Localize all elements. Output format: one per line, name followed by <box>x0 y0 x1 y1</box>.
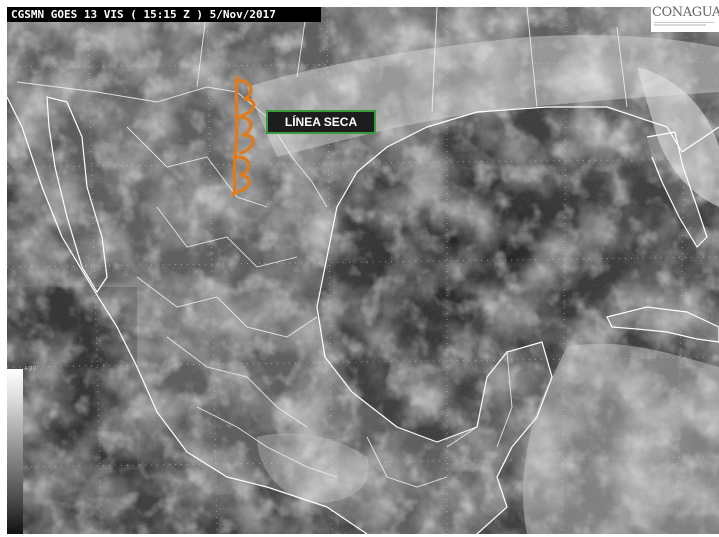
dry-line-front <box>231 75 256 197</box>
dry-line-label: LÍNEA SECA <box>266 110 376 134</box>
brightness-colorbar <box>7 369 23 534</box>
logo-wordmark: CONAGUA <box>652 5 719 20</box>
political-borders <box>16 7 628 488</box>
satellite-map <box>7 7 719 534</box>
colorbar-top-label: +00 <box>24 365 37 373</box>
coastlines <box>7 96 719 534</box>
image-header-title: CGSMN GOES 13 VIS ( 15:15 Z ) 5/Nov/2017 <box>7 7 321 22</box>
conagua-logo: CONAGUA <box>651 4 719 32</box>
image-grain <box>7 7 719 534</box>
logo-tagline-bar <box>654 22 714 27</box>
